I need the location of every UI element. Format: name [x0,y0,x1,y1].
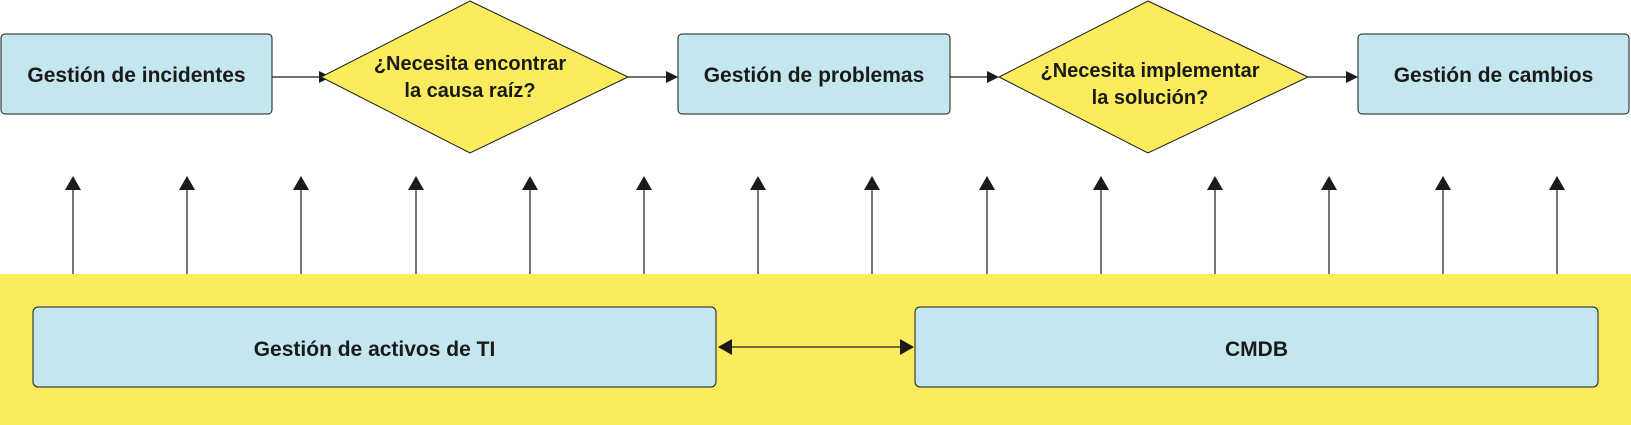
cmdb-box: CMDB [914,306,1599,388]
up-arrowhead [65,176,81,190]
root-cause-decision-line1: ¿Necesita encontrar [374,53,567,75]
change-management-label: Gestión de cambios [1394,64,1594,87]
right-arrowhead [900,339,914,355]
implement-solution-decision: ¿Necesita implementar la solución? [997,0,1310,154]
up-arrowhead [1093,176,1109,190]
problem-management-box: Gestión de problemas [677,33,951,115]
up-arrowhead [864,176,880,190]
problem-management-label: Gestión de problemas [704,64,925,87]
up-arrowhead [1321,176,1337,190]
up-arrowhead [408,176,424,190]
root-cause-decision-line2: la causa raíz? [404,80,535,102]
up-arrowhead [1435,176,1451,190]
up-arrowhead [1207,176,1223,190]
up-arrowhead [979,176,995,190]
incident-management-box: Gestión de incidentes [0,33,273,115]
up-arrowhead [1549,176,1565,190]
up-arrowhead [293,176,309,190]
incident-management-label: Gestión de incidentes [27,64,245,87]
cmdb-label: CMDB [1225,338,1288,361]
root-cause-decision: ¿Necesita encontrar la causa raíz? [319,0,630,154]
change-management-box: Gestión de cambios [1357,33,1630,115]
upward-arrows [65,176,1565,274]
implement-decision-line2: la solución? [1092,87,1209,109]
left-arrowhead [718,339,732,355]
up-arrowhead [522,176,538,190]
it-asset-management-box: Gestión de activos de TI [32,306,717,388]
up-arrowhead [636,176,652,190]
implement-decision-line1: ¿Necesita implementar [1041,60,1260,82]
up-arrowhead [750,176,766,190]
it-asset-management-label: Gestión de activos de TI [254,338,496,361]
up-arrowhead [179,176,195,190]
